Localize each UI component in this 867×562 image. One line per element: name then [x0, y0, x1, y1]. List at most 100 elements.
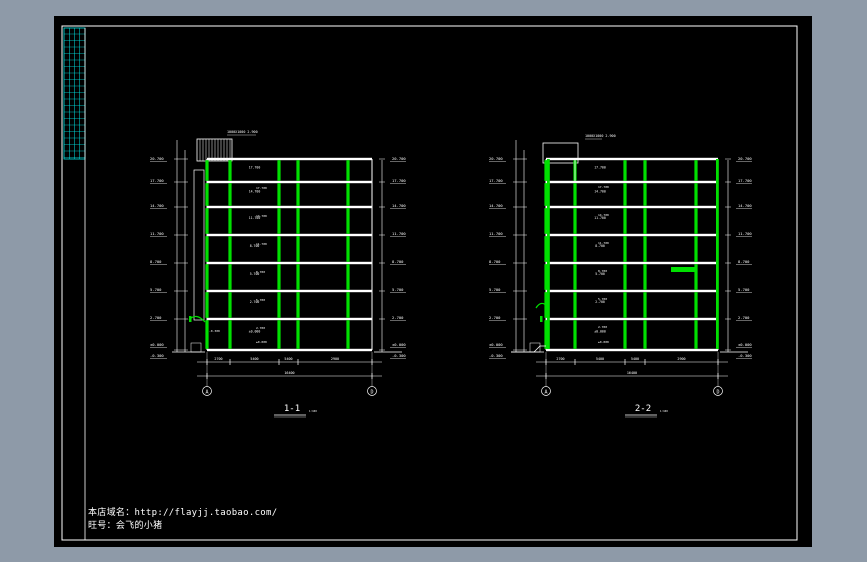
structural-column [573, 292, 577, 318]
structural-column [573, 320, 577, 349]
level-note: 2.700 [595, 300, 605, 304]
elevation-label-left: 20.700 [489, 156, 503, 161]
elevation-label-left: ±0.000 [150, 342, 164, 347]
room-level-note: 14.700 [256, 214, 267, 218]
floor-slab [546, 233, 718, 237]
contact-text: 旺号：会飞的小猪 [88, 521, 163, 531]
elevation-label-right: -0.300 [392, 353, 406, 358]
interior-level-note: -0.300 [209, 329, 220, 333]
structural-column [573, 183, 577, 206]
structural-column [544, 160, 548, 181]
elevation-label-right: 11.700 [738, 231, 752, 236]
structural-column [228, 208, 232, 234]
structural-column [346, 292, 350, 318]
structural-column [205, 236, 209, 262]
structural-column [694, 292, 698, 318]
structural-column [277, 292, 281, 318]
elevation-label-right: 11.700 [392, 231, 406, 236]
structural-column [346, 208, 350, 234]
structural-column [694, 160, 698, 181]
structural-column [296, 264, 300, 290]
elevation-label-right: 20.700 [738, 156, 752, 161]
structural-column [694, 320, 698, 349]
structural-column [346, 183, 350, 206]
structural-column [205, 208, 209, 234]
canopy-post [189, 316, 192, 322]
elevation-label-left: 8.700 [150, 259, 162, 264]
structural-column [643, 236, 647, 262]
room-level-note: 8.700 [256, 270, 265, 274]
room-level-note: 5.700 [598, 297, 607, 301]
elevation-label-left: 2.700 [489, 315, 501, 320]
span-dimension: 5400 [596, 357, 604, 361]
level-note: ±0.000 [594, 330, 606, 334]
section-scale: 1:100 [309, 409, 317, 413]
level-note: 8.700 [595, 244, 605, 248]
room-level-note: ±0.000 [598, 340, 609, 344]
elevation-label-right: ±0.000 [738, 342, 752, 347]
entry-step [529, 342, 541, 353]
structural-column [544, 236, 548, 262]
structural-column [296, 160, 300, 181]
axis-label: D [716, 390, 719, 396]
entry-step [190, 342, 202, 353]
room-level-note: 11.700 [598, 241, 609, 245]
structural-column [277, 160, 281, 181]
elevation-label-left: ±0.000 [489, 342, 503, 347]
structural-column [643, 183, 647, 206]
elevation-label-left: 17.700 [150, 178, 164, 183]
elevation-label-right: 5.700 [738, 287, 750, 292]
structural-column [346, 236, 350, 262]
exterior-column-left [547, 159, 550, 349]
canopy-post-2 [540, 316, 543, 322]
structural-column [694, 208, 698, 234]
structural-column [346, 264, 350, 290]
shop-url-text: 本店域名：http://flayjj.taobao.com/ [88, 508, 278, 518]
structural-column [346, 160, 350, 181]
exterior-column-right [716, 159, 719, 349]
structural-column [205, 320, 209, 349]
structural-column [623, 208, 627, 234]
span-dimension: 5400 [250, 357, 258, 361]
level-note: 8.700 [250, 244, 260, 248]
elevation-label-right: 8.700 [738, 259, 750, 264]
level-note: ±0.000 [249, 330, 261, 334]
span-dimension: 2700 [556, 357, 564, 361]
elevation-label-right: 2.700 [738, 315, 750, 320]
floor-slab [546, 261, 718, 265]
structural-column [296, 292, 300, 318]
level-note: 17.700 [594, 166, 606, 170]
elevation-label-left: -0.300 [150, 353, 164, 358]
floor-slab [546, 317, 718, 321]
structural-column [544, 320, 548, 349]
room-level-note: 2.700 [256, 326, 265, 330]
axis-label: A [544, 390, 547, 396]
room-level-note: 5.700 [256, 298, 265, 302]
elevation-label-left: 20.700 [150, 156, 164, 161]
floor-slab [207, 289, 372, 293]
structural-column [296, 320, 300, 349]
room-level-note: 17.700 [256, 186, 267, 190]
room-level-note: 17.700 [598, 185, 609, 189]
level-note: 11.700 [594, 216, 606, 220]
elevation-label-left: 14.700 [150, 203, 164, 208]
structural-column [296, 208, 300, 234]
structural-column [623, 160, 627, 181]
structural-column [573, 236, 577, 262]
elevation-label-right: 17.700 [738, 178, 752, 183]
entry-ramp [511, 345, 546, 353]
floor-slab [207, 348, 372, 352]
structural-column [573, 264, 577, 290]
span-dimension: 2900 [331, 357, 339, 361]
sheet-border [61, 25, 798, 541]
elevation-label-left: 5.700 [150, 287, 162, 292]
elevation-label-left: 14.700 [489, 203, 503, 208]
structural-column [623, 292, 627, 318]
room-level-note: 11.700 [256, 242, 267, 246]
floor-slab [207, 261, 372, 265]
elevation-label-left: 11.700 [150, 231, 164, 236]
section-title: 2-2 [635, 404, 651, 414]
axis-bubble [367, 386, 377, 396]
span-dimension: 5400 [631, 357, 639, 361]
